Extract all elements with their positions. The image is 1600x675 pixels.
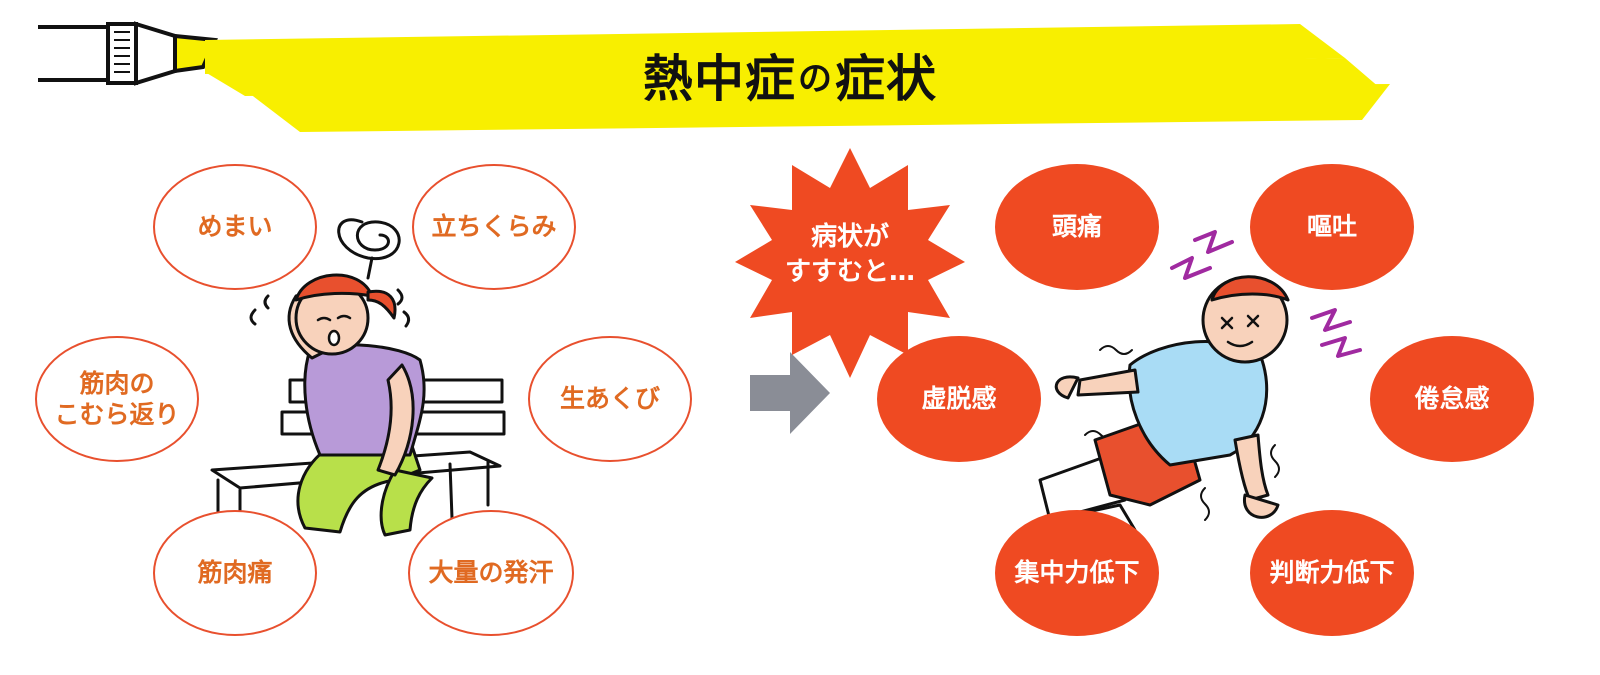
progress-arrow-icon — [750, 352, 830, 434]
marker-pen-icon — [38, 21, 218, 86]
collapsed-man-illustration — [1038, 230, 1362, 547]
page-title: 熱中症 の 症状 — [560, 40, 1020, 110]
symptom-bubble-muscle-pain: 筋肉痛 — [153, 510, 317, 636]
symptom-bubble-fatigue: 倦怠感 — [1370, 336, 1534, 462]
symptom-bubble-headache: 頭痛 — [995, 164, 1159, 290]
starburst-shape — [735, 148, 965, 378]
symptom-bubble-sweating: 大量の発汗 — [408, 510, 574, 636]
symptom-bubble-dizziness: めまい — [153, 164, 317, 290]
symptom-bubble-vomiting: 嘔吐 — [1250, 164, 1414, 290]
progress-callout: 病状が すすむと… — [784, 221, 915, 287]
title-part2: 症状 — [835, 50, 937, 108]
symptom-bubble-lightheadedness: 立ちくらみ — [412, 164, 576, 290]
dizzy-woman-illustration — [210, 218, 506, 537]
symptom-bubble-cramps: 筋肉の こむら返り — [35, 336, 199, 462]
title-banner — [205, 24, 1390, 132]
symptom-bubble-concentration: 集中力低下 — [995, 510, 1159, 636]
symptom-bubble-judgment: 判断力低下 — [1250, 510, 1414, 636]
symptom-bubble-exhaustion: 虚脱感 — [877, 336, 1041, 462]
symptom-bubble-yawning: 生あくび — [528, 336, 692, 462]
title-part1: 熱中症 — [643, 50, 796, 108]
title-particle: の — [798, 58, 833, 99]
